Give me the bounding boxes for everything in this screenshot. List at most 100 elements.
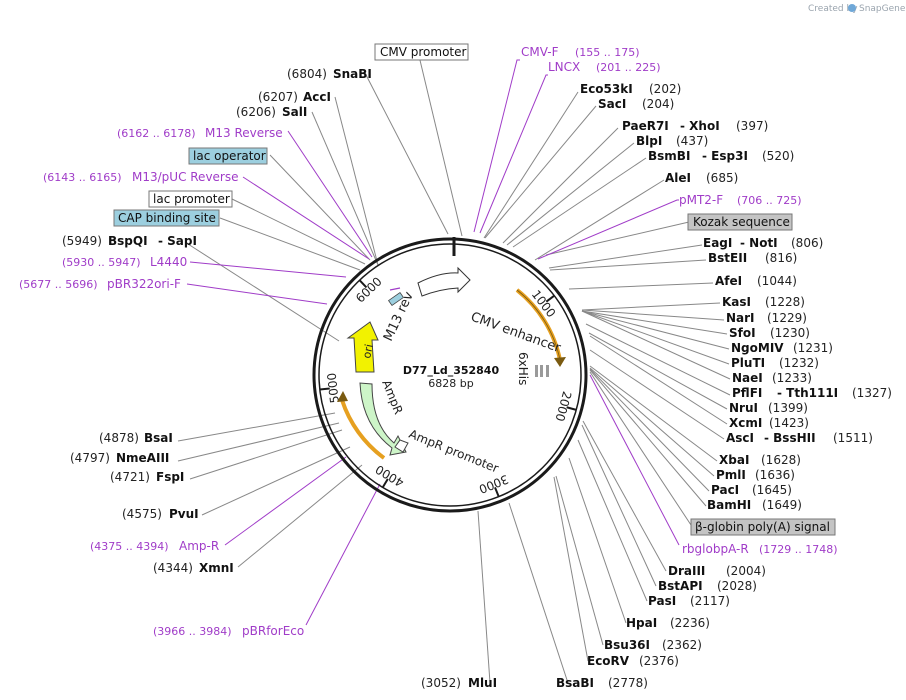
primer-pmt2-f: pMT2-F — [679, 193, 723, 207]
site-nrui: NruI — [729, 401, 758, 415]
site-ecorv: EcoRV — [587, 654, 630, 668]
site-bsu36i: Bsu36I — [604, 638, 650, 652]
site-eagi: EagI — [703, 236, 732, 250]
svg-text:(3052): (3052) — [421, 676, 461, 690]
plasmid-backbone — [312, 237, 588, 513]
svg-text:(1231): (1231) — [793, 341, 833, 355]
site-bspqi: BspQI — [108, 234, 148, 248]
svg-text:(437): (437) — [676, 134, 708, 148]
site-sali: SalI — [282, 105, 307, 119]
svg-text:(5677 .. 5696): (5677 .. 5696) — [19, 278, 98, 291]
site-pflfi: PflFI — [732, 386, 762, 400]
ruler-tick-label: 4000 — [373, 462, 406, 490]
ruler-tick — [358, 279, 368, 289]
svg-text:- Tth111I: - Tth111I — [777, 386, 838, 400]
site-snabi: SnaBI — [333, 67, 372, 81]
beta-globin-polya-box — [690, 518, 836, 536]
plasmid-name: D77_Ld_352840 — [403, 364, 500, 377]
svg-text:(1649): (1649) — [762, 498, 802, 512]
ruler-tick — [381, 478, 389, 488]
primer-m13-reverse: M13 Reverse — [205, 126, 283, 140]
svg-text:(2376): (2376) — [639, 654, 679, 668]
site-paci: PacI — [711, 483, 739, 497]
svg-text:(1423): (1423) — [769, 416, 809, 430]
svg-text:(5930 .. 5947): (5930 .. 5947) — [62, 256, 141, 269]
created-by-text: Created by — [808, 4, 858, 14]
plasmid-size: 6828 bp — [428, 377, 473, 390]
svg-text:(397): (397) — [736, 119, 768, 133]
primer-leaders — [186, 59, 680, 626]
svg-text:Kozak sequence: Kozak sequence — [693, 215, 790, 229]
site-alei: AleI — [665, 171, 691, 185]
site-nari: NarI — [726, 311, 755, 325]
features — [337, 266, 566, 460]
svg-text:(1645): (1645) — [752, 483, 792, 497]
svg-text:(2236): (2236) — [670, 616, 710, 630]
svg-text:(1628): (1628) — [761, 453, 801, 467]
site-pluti: PluTI — [731, 356, 765, 370]
ruler-tick — [494, 486, 500, 497]
svg-text:- NotI: - NotI — [740, 236, 778, 250]
svg-text:(4375 .. 4394): (4375 .. 4394) — [90, 540, 169, 553]
ruler-tick-label: 6000 — [353, 274, 385, 305]
ruler-tick — [566, 406, 577, 411]
svg-text:(1228): (1228) — [765, 295, 805, 309]
primer-l4440: L4440 — [150, 255, 187, 269]
site-bamhi: BamHI — [707, 498, 751, 512]
site-hpai: HpaI — [626, 616, 657, 630]
svg-text:(2778): (2778) — [608, 676, 648, 690]
svg-text:lac promoter: lac promoter — [153, 192, 230, 206]
primer-amp-r: Amp-R — [179, 539, 219, 553]
svg-text:CMV promoter: CMV promoter — [380, 45, 467, 59]
svg-text:(1232): (1232) — [779, 356, 819, 370]
svg-text:(706 .. 725): (706 .. 725) — [737, 194, 802, 207]
site-kasi: KasI — [722, 295, 751, 309]
primer-cmv-f: CMV-F — [521, 45, 559, 59]
site-bsmbi: BsmBI — [648, 149, 690, 163]
site-draiii: DraIII — [668, 564, 705, 578]
connector-lines — [177, 55, 731, 684]
svg-text:(202): (202) — [649, 82, 681, 96]
svg-text:(4575): (4575) — [122, 507, 162, 521]
svg-text:(155 .. 175): (155 .. 175) — [575, 46, 640, 59]
ruler-tick — [319, 387, 330, 391]
primer-pbr322ori-f: pBR322ori-F — [107, 277, 181, 291]
svg-text:(6804): (6804) — [287, 67, 327, 81]
svg-text:(2004): (2004) — [726, 564, 766, 578]
svg-text:(806): (806) — [791, 236, 823, 250]
svg-text:- SapI: - SapI — [158, 234, 197, 248]
svg-text:(6162 .. 6178): (6162 .. 6178) — [117, 127, 196, 140]
svg-text:(6207): (6207) — [258, 90, 298, 104]
lac-promoter-box — [148, 190, 233, 208]
site-naei: NaeI — [732, 371, 763, 385]
site-fspi: FspI — [156, 470, 184, 484]
site-xcmi: XcmI — [729, 416, 762, 430]
site-bsabi: BsaBI — [556, 676, 594, 690]
svg-text:(685): (685) — [706, 171, 738, 185]
svg-text:lac operator: lac operator — [193, 149, 266, 163]
svg-text:(1511): (1511) — [833, 431, 873, 445]
svg-text:(816): (816) — [765, 251, 797, 265]
svg-text:(1636): (1636) — [755, 468, 795, 482]
svg-text:(6143 .. 6165): (6143 .. 6165) — [43, 171, 122, 184]
ori-label: ori — [360, 343, 376, 360]
6xhis-feature — [535, 365, 538, 377]
lac-operator-feature — [387, 291, 405, 307]
primer-pbrforeco: pBRforEco — [242, 624, 304, 638]
site-pasi: PasI — [648, 594, 676, 608]
svg-text:(4797): (4797) — [70, 451, 110, 465]
site-paer7i: PaeR7I — [622, 119, 669, 133]
site-saci: SacI — [598, 97, 626, 111]
primer-m13-puc-reverse: M13/pUC Reverse — [132, 170, 239, 184]
brand-name: SnapGene — [859, 4, 906, 14]
site-bsai: BsaI — [144, 431, 173, 445]
svg-text:(1729 .. 1748): (1729 .. 1748) — [759, 543, 838, 556]
cmv-enhancer-arrow — [417, 266, 471, 297]
site-xbai: XbaI — [719, 453, 749, 467]
ori-arrow — [346, 321, 379, 373]
svg-text:(2362): (2362) — [662, 638, 702, 652]
site-sfoi: SfoI — [729, 326, 756, 340]
svg-text:(204): (204) — [642, 97, 674, 111]
snapgene-logo-icon — [848, 4, 856, 12]
